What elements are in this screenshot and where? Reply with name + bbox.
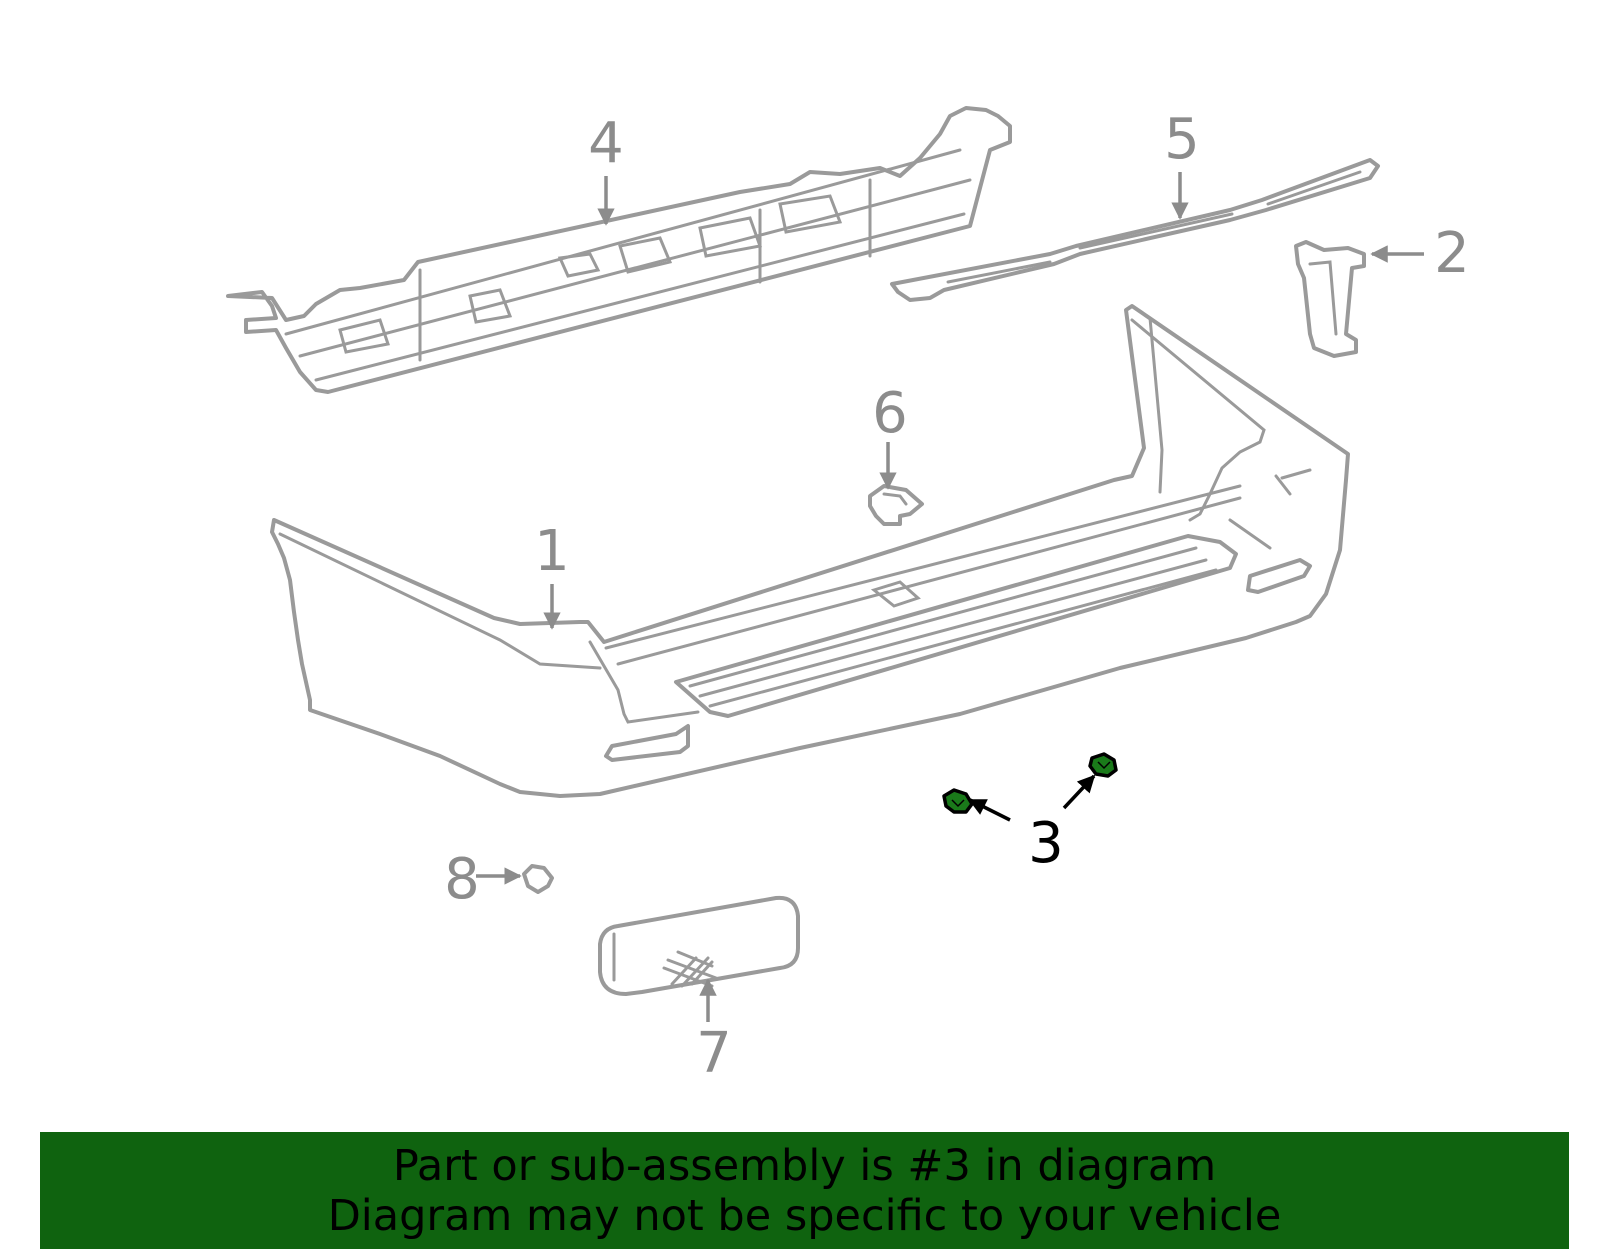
leader-3a <box>968 798 1011 822</box>
banner-line-1: Part or sub-assembly is #3 in diagram <box>392 1140 1217 1191</box>
part-4-reinforcement <box>226 106 1012 394</box>
callout-7: 7 <box>696 1021 732 1086</box>
callout-1: 1 <box>534 519 570 584</box>
part-1-bumper-cover <box>270 304 1350 798</box>
callout-6: 6 <box>872 381 908 446</box>
part-5-step-pad <box>890 158 1380 302</box>
part-7-reflector <box>598 895 800 996</box>
leader-3b <box>1062 774 1096 810</box>
part-3-fastener-left <box>942 788 974 814</box>
callout-2: 2 <box>1434 221 1470 286</box>
part-3-fastener-right <box>1088 752 1118 778</box>
banner-line-2: Diagram may not be specific to your vehi… <box>327 1190 1282 1241</box>
info-banner: Part or sub-assembly is #3 in diagram Di… <box>40 1132 1569 1249</box>
callout-8: 8 <box>444 847 480 912</box>
callout-4: 4 <box>588 111 624 176</box>
part-8-grommet <box>522 864 554 894</box>
part-2-bracket <box>1294 240 1366 358</box>
callout-5: 5 <box>1164 107 1200 172</box>
part-6-clip <box>868 484 924 526</box>
callout-3: 3 <box>1028 811 1064 876</box>
